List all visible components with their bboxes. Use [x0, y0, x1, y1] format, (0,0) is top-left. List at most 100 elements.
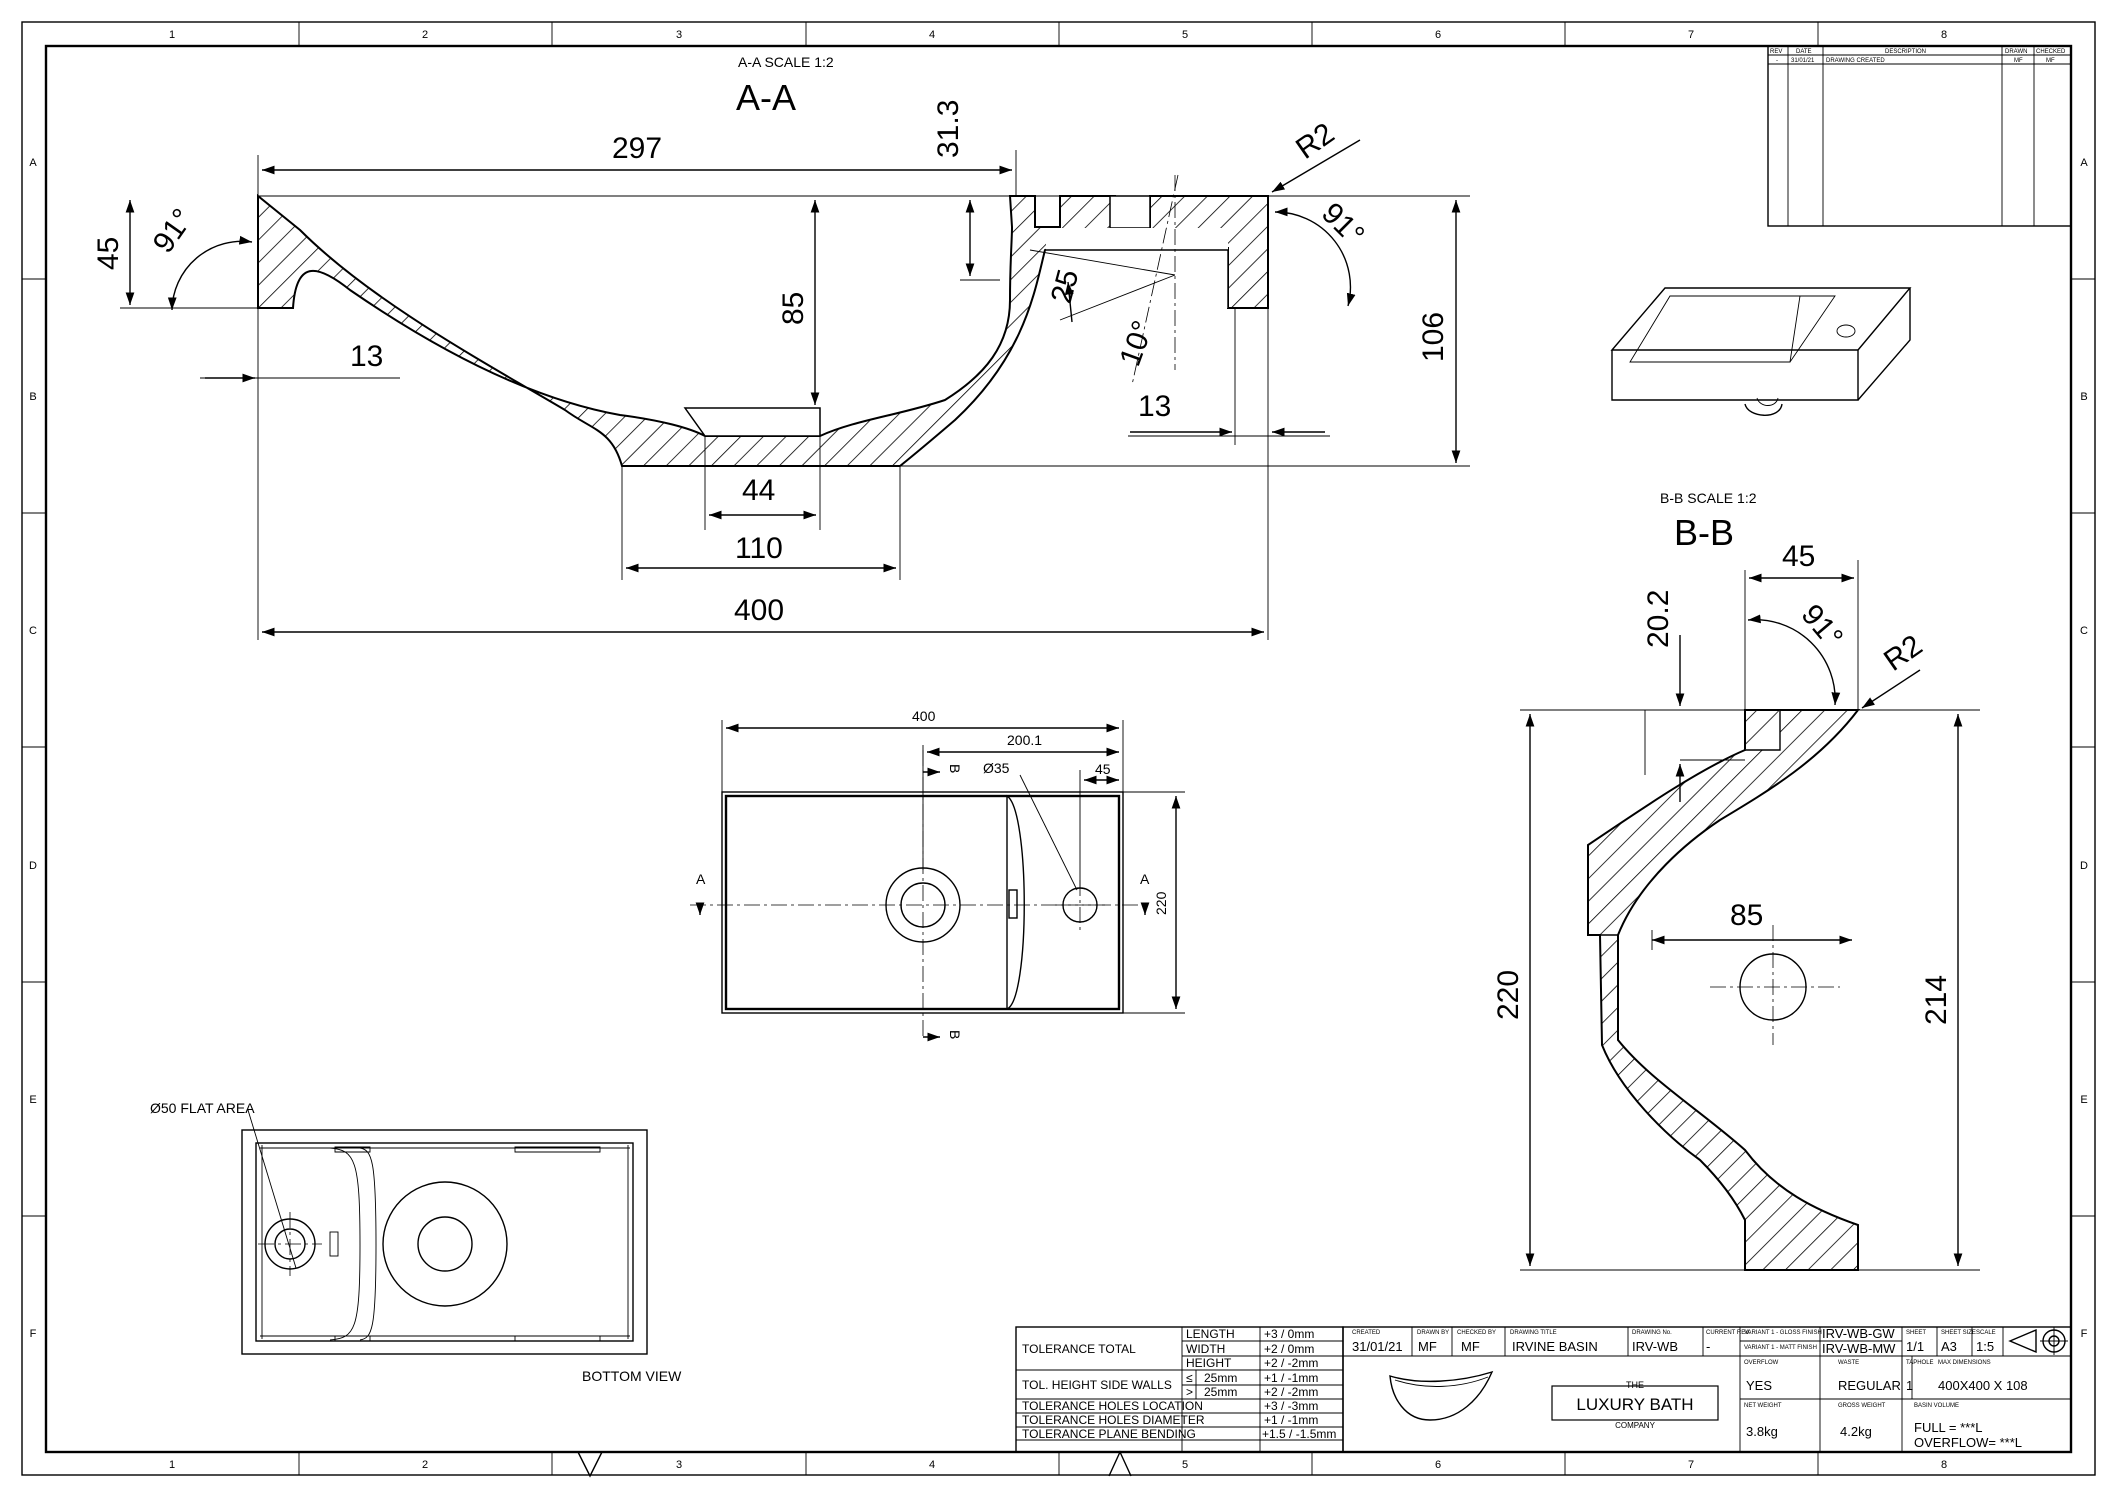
col-label-bottom: 6	[1435, 1459, 1441, 1471]
rev-date: 31/01/21	[1791, 58, 1815, 64]
top-view: 400 200.1 Ø35 45 220 A A B B	[690, 708, 1185, 1042]
logo-company: COMPANY	[1615, 1421, 1656, 1430]
bottom-view: Ø50 FLAT AREA BOTTOM VIEW	[150, 1100, 682, 1384]
waste-label: WASTE	[1838, 1360, 1859, 1366]
drawing-title: IRVINE BASIN	[1512, 1339, 1598, 1354]
rev-value: -	[1776, 58, 1778, 64]
bb-dim-r2: R2	[1878, 629, 1928, 678]
rev-description: DRAWING CREATED	[1826, 58, 1885, 64]
row-label-left: F	[30, 1328, 37, 1340]
dim-110: 110	[735, 532, 783, 565]
overflow-label: OVERFLOW	[1744, 1360, 1779, 1366]
section-marker-b-bottom: B	[947, 1030, 963, 1039]
tol-height-value: +2 / -2mm	[1264, 1356, 1318, 1370]
overflow: YES	[1746, 1378, 1772, 1393]
tol-side-walls-size-1: 25mm	[1204, 1371, 1237, 1385]
variant1-label: VARIANT 1 - GLOSS FINISH	[1744, 1330, 1822, 1336]
col-label-top: 8	[1941, 29, 1947, 41]
tol-length-value: +3 / 0mm	[1264, 1327, 1314, 1341]
volume-full: FULL = ***L	[1914, 1420, 1983, 1435]
center-mark-bottom-left	[577, 1451, 603, 1478]
dim-45-aa: 45	[92, 237, 125, 270]
row-label-right: D	[2080, 860, 2088, 872]
projection-symbol-icon	[2008, 1327, 2068, 1355]
volume-overflow: OVERFLOW= ***L	[1914, 1435, 2022, 1450]
tol-holes-diameter-value: +1 / -1mm	[1264, 1413, 1318, 1427]
row-label-right: F	[2081, 1328, 2088, 1340]
variant2: IRV-WB-MW	[1822, 1341, 1896, 1356]
flat-area-label: Ø50 FLAT AREA	[150, 1100, 255, 1116]
flat-area-leader	[247, 1109, 297, 1269]
tapholes: 1	[1906, 1378, 1913, 1393]
dim-44: 44	[742, 474, 775, 507]
col-label-top: 4	[929, 29, 935, 41]
dim-297: 297	[612, 132, 662, 165]
bb-dim-20-2: 20.2	[1642, 590, 1675, 648]
gross-weight-label: GROSS WEIGHT	[1838, 1403, 1886, 1409]
scale-label: SCALE	[1976, 1330, 1996, 1336]
created-label: CREATED	[1352, 1330, 1381, 1336]
bb-dim-214: 214	[1920, 975, 1953, 1025]
net-weight: 3.8kg	[1746, 1424, 1778, 1439]
tolerance-table: TOLERANCE TOTAL LENGTH +3 / 0mm WIDTH +2…	[1015, 1326, 1344, 1453]
logo-the: THE	[1626, 1380, 1644, 1390]
row-label-left: C	[29, 625, 37, 637]
drawing-title-label: DRAWING TITLE	[1510, 1330, 1557, 1336]
dim-91-left: 91°	[147, 203, 200, 259]
sheet-size: A3	[1941, 1339, 1957, 1354]
section-b-b: B-B SCALE 1:2 B-B	[1492, 490, 1980, 1271]
rev-date-header: DATE	[1796, 49, 1812, 55]
section-bb-scale-label: B-B SCALE 1:2	[1660, 490, 1757, 506]
top-dim-200-1: 200.1	[1007, 732, 1042, 748]
scale: 1:5	[1976, 1339, 1994, 1354]
top-view-overflow	[1008, 889, 1018, 919]
dim-r2-aa: R2	[1290, 117, 1340, 166]
tapholes-label: TAPHOLE	[1906, 1360, 1934, 1366]
dim-400: 400	[734, 594, 784, 627]
row-label-left: A	[29, 157, 37, 169]
drawn-by: MF	[1418, 1339, 1437, 1354]
rev-header: REV	[1770, 49, 1782, 55]
section-bb-profile	[1587, 709, 1861, 1271]
col-label-bottom: 5	[1182, 1459, 1188, 1471]
dim-106-aa: 106	[1417, 312, 1450, 362]
net-weight-label: NET WEIGHT	[1744, 1403, 1782, 1409]
dim-91-right-arc	[1274, 207, 1356, 307]
basin-sketch-icon	[1389, 1370, 1494, 1421]
section-marker-a-right: A	[1140, 871, 1150, 887]
dim-10-deg: 10°	[1114, 316, 1161, 370]
tol-side-walls-cmp-2: >	[1186, 1385, 1193, 1399]
tol-side-walls-label: TOL. HEIGHT SIDE WALLS	[1022, 1378, 1172, 1392]
current-rev-label: CURRENT REV.	[1706, 1330, 1751, 1336]
dim-25-line	[1064, 281, 1074, 323]
bottom-view-waste-inner	[417, 1216, 473, 1272]
section-bb-title: B-B	[1674, 512, 1734, 553]
col-label-top: 3	[676, 29, 682, 41]
tol-side-walls-value-1: +1 / -1mm	[1264, 1371, 1318, 1385]
section-aa-scale-label: A-A SCALE 1:2	[738, 54, 834, 70]
waste: REGULAR	[1838, 1378, 1901, 1393]
bb-dim-r2-leader	[1861, 669, 1921, 709]
gross-weight: 4.2kg	[1840, 1424, 1872, 1439]
rev-drawn-header: DRAWN	[2005, 49, 2027, 55]
row-label-left: E	[29, 1094, 36, 1106]
tol-width-name: WIDTH	[1186, 1342, 1225, 1356]
tol-holes-location-name: TOLERANCE HOLES LOCATION	[1022, 1399, 1203, 1413]
bb-dim-91: 91°	[1795, 598, 1849, 654]
bottom-view-waste-outer	[382, 1181, 508, 1307]
title-block: CREATED DRAWN BY CHECKED BY DRAWING TITL…	[1342, 1326, 2072, 1453]
top-dim-220: 220	[1153, 891, 1169, 915]
checked-by: MF	[1461, 1339, 1480, 1354]
isometric-view	[1610, 287, 1912, 416]
col-label-bottom: 4	[929, 1459, 935, 1471]
dim-r2-leader-aa	[1271, 139, 1361, 193]
dimensions-label: MAX DIMENSIONS	[1938, 1360, 1991, 1366]
tol-plane-bending-name: TOLERANCE PLANE BENDING	[1022, 1427, 1196, 1441]
sheet-size-label: SHEET SIZE	[1941, 1330, 1976, 1336]
dim-85-aa: 85	[777, 292, 810, 325]
col-label-bottom: 3	[676, 1459, 682, 1471]
tol-length-name: LENGTH	[1186, 1327, 1235, 1341]
tol-holes-location-value: +3 / -3mm	[1264, 1399, 1318, 1413]
tol-holes-diameter-name: TOLERANCE HOLES DIAMETER	[1022, 1413, 1205, 1427]
col-label-top: 1	[169, 29, 175, 41]
